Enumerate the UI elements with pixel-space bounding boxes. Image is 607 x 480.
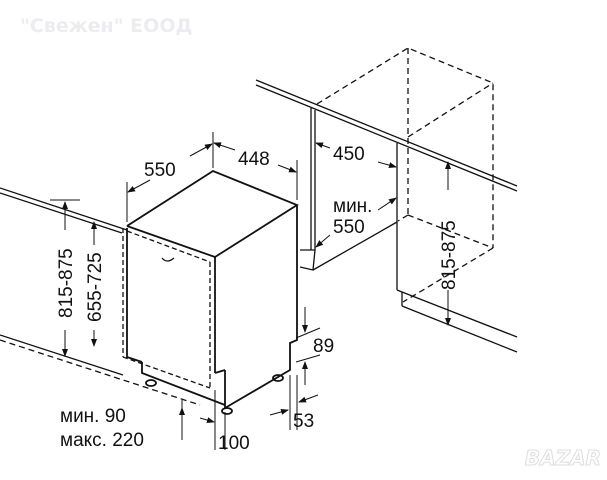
dim-plinth-max: макс. 220	[60, 430, 144, 451]
niche-right-wall	[396, 143, 518, 353]
dim-width: 448	[238, 149, 270, 170]
door-outline-dashed	[122, 228, 211, 389]
dim-niche-height: 815-875	[439, 220, 460, 290]
dim-depth: 550	[144, 160, 176, 181]
countertop	[255, 79, 518, 192]
dim-door-height: 655-725	[85, 252, 106, 322]
dim-height-total: 815-875	[56, 248, 77, 318]
dishwasher	[126, 169, 299, 415]
dim-plinth-min: мин. 90	[60, 406, 126, 427]
dim-foot-offset: 53	[293, 411, 314, 432]
bazar-logo: BAZAR	[524, 446, 601, 471]
dim-niche-depth-label: мин.	[333, 196, 372, 217]
dim-plinth-height: 89	[313, 336, 334, 357]
cabinet-outline-dashed	[316, 47, 494, 303]
dim-niche-depth: 550	[333, 217, 365, 238]
left-wall	[0, 187, 201, 406]
dim-niche-width: 450	[333, 144, 365, 165]
niche-left-wall	[299, 108, 398, 271]
watermark: "Свежен" ЕООД	[20, 15, 193, 37]
dimension-lines	[50, 132, 451, 450]
dim-plinth-depth: 100	[218, 433, 250, 454]
